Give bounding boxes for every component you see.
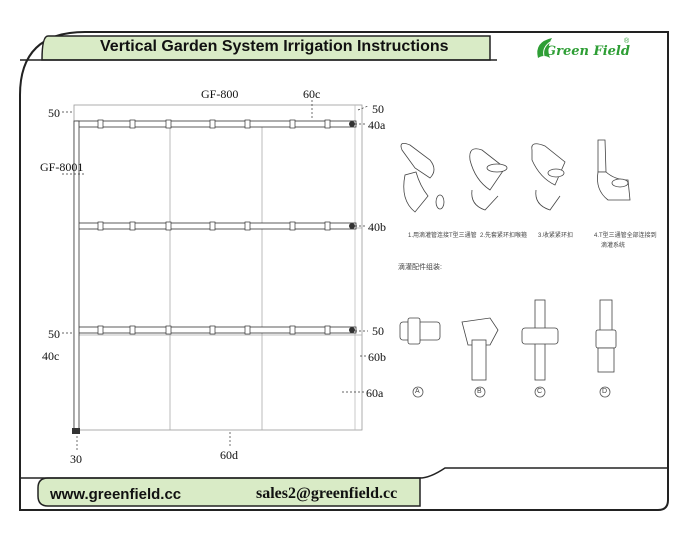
label-60d: 60d <box>220 448 238 462</box>
label-60b: 60b <box>368 350 386 364</box>
fitting-d-label: D <box>602 388 608 395</box>
label-60c: 60c <box>303 87 321 101</box>
logo-box <box>497 34 667 62</box>
label-40c: 40c <box>42 349 60 363</box>
leaf-icon <box>537 38 552 58</box>
fitting-c-label: C <box>537 388 543 395</box>
label-gf8001: GF-8001 <box>40 160 84 174</box>
brand-name: Green Field <box>545 44 630 59</box>
step-1-caption: 1.用滴灌管连接T型三通管 <box>408 233 477 239</box>
fittings-heading: 滴灌配件组装: <box>398 264 442 271</box>
footer-website-link[interactable]: www.greenfield.cc <box>50 486 182 503</box>
label-gf800: GF-800 <box>201 87 239 101</box>
footer-email-link[interactable]: sales2@greenfield.cc <box>256 485 398 502</box>
label-50-top-right: 50 <box>372 102 384 116</box>
label-50-mid-right: 50 <box>372 324 384 338</box>
label-60a: 60a <box>366 386 384 400</box>
label-30: 30 <box>70 452 82 466</box>
label-40a: 40a <box>368 118 386 132</box>
step-4-caption-line2: 滴灌系统 <box>601 243 626 249</box>
step-4-caption: 4.T型三通管全部连接到 <box>594 233 657 239</box>
label-40b: 40b <box>368 220 386 234</box>
label-50-top-left: 50 <box>48 106 60 120</box>
fitting-b-label: B <box>477 388 482 395</box>
label-50-mid-left: 50 <box>48 327 60 341</box>
step-2-caption: 2.先套紧环扣喉箍 <box>480 233 528 239</box>
page-title: Vertical Garden System Irrigation Instru… <box>100 38 449 55</box>
footer-bar <box>37 477 421 507</box>
fitting-a-label: A <box>415 388 420 395</box>
step-3-caption: 3.收紧紧环扣 <box>538 233 574 239</box>
registered-mark: ® <box>624 38 630 45</box>
